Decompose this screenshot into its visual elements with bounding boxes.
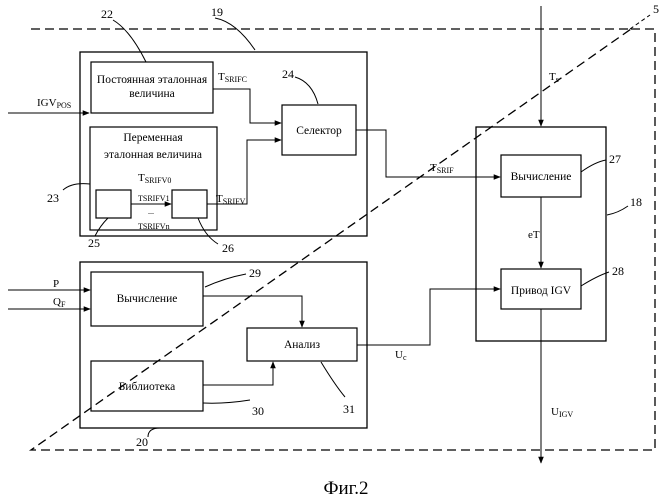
label-19: 19 [211, 5, 223, 19]
label-28: 28 [612, 264, 624, 278]
leader-28 [581, 272, 609, 286]
calc-27-label: Вычисление [511, 171, 572, 183]
signal-et: eT [528, 229, 540, 241]
signal-tsrifv1: TSRIFV1 [138, 194, 170, 203]
leader-18 [607, 206, 628, 215]
signal-uc: Uc [395, 349, 407, 362]
signal-uigv: UIGV [551, 406, 573, 419]
variable-reference-line2: эталонная величина [104, 149, 202, 161]
signal-ts: Ts [549, 71, 559, 84]
label-5: 5 [653, 2, 659, 16]
leader-29 [205, 274, 246, 287]
signal-p: P [53, 278, 59, 290]
signal-tsrifv: TSRIFV [216, 193, 246, 206]
dots: ... [148, 207, 154, 216]
label-30: 30 [252, 404, 264, 418]
label-20: 20 [136, 435, 148, 449]
arrow-constant-to-selector [213, 89, 281, 123]
leader-23 [63, 184, 90, 190]
arrow-calc29-to-analysis [203, 296, 302, 327]
label-23: 23 [47, 191, 59, 205]
sub-block-26 [172, 190, 207, 218]
igv-drive-label: Привод IGV [511, 285, 572, 297]
label-26: 26 [222, 241, 234, 255]
selector-label: Селектор [296, 125, 342, 137]
leader-27 [581, 160, 606, 172]
leader-30 [203, 400, 250, 403]
label-29: 29 [249, 266, 261, 280]
constant-reference-line2: величина [129, 88, 175, 100]
leader-22 [113, 20, 146, 62]
leader-26 [198, 218, 218, 244]
label-31: 31 [343, 402, 355, 416]
label-25: 25 [88, 236, 100, 250]
library-label: Библиотека [119, 381, 175, 393]
arrow-library-to-analysis [203, 362, 273, 385]
label-22: 22 [101, 7, 113, 21]
leader-19 [215, 18, 255, 50]
signal-tsrifv0: TSRIFV0 [138, 172, 171, 185]
constant-reference-line1: Постоянная эталонная [97, 74, 208, 86]
variable-reference-line1: Переменная [123, 132, 183, 144]
signal-tsrif: TSRIF [430, 162, 454, 175]
signal-igvpos: IGVPOS [37, 97, 71, 110]
leader-5 [630, 15, 650, 29]
label-18: 18 [630, 195, 642, 209]
calc-29-label: Вычисление [117, 293, 178, 305]
analysis-label: Анализ [284, 339, 321, 351]
figure-caption: Фиг.2 [323, 478, 368, 499]
leader-31 [321, 362, 345, 397]
leader-25 [95, 218, 108, 236]
sub-block-25 [96, 190, 131, 218]
signal-qf: QF [53, 296, 66, 309]
arrow-selector-to-calc [356, 130, 500, 177]
label-27: 27 [609, 152, 621, 166]
signal-tsrifc: TSRIFC [218, 71, 247, 84]
label-24: 24 [282, 67, 294, 81]
leader-20 [148, 428, 160, 437]
signal-tsrifvn: TSRIFVn [138, 222, 170, 231]
leader-24 [295, 77, 318, 104]
arrow-analysis-to-drive [357, 289, 500, 345]
